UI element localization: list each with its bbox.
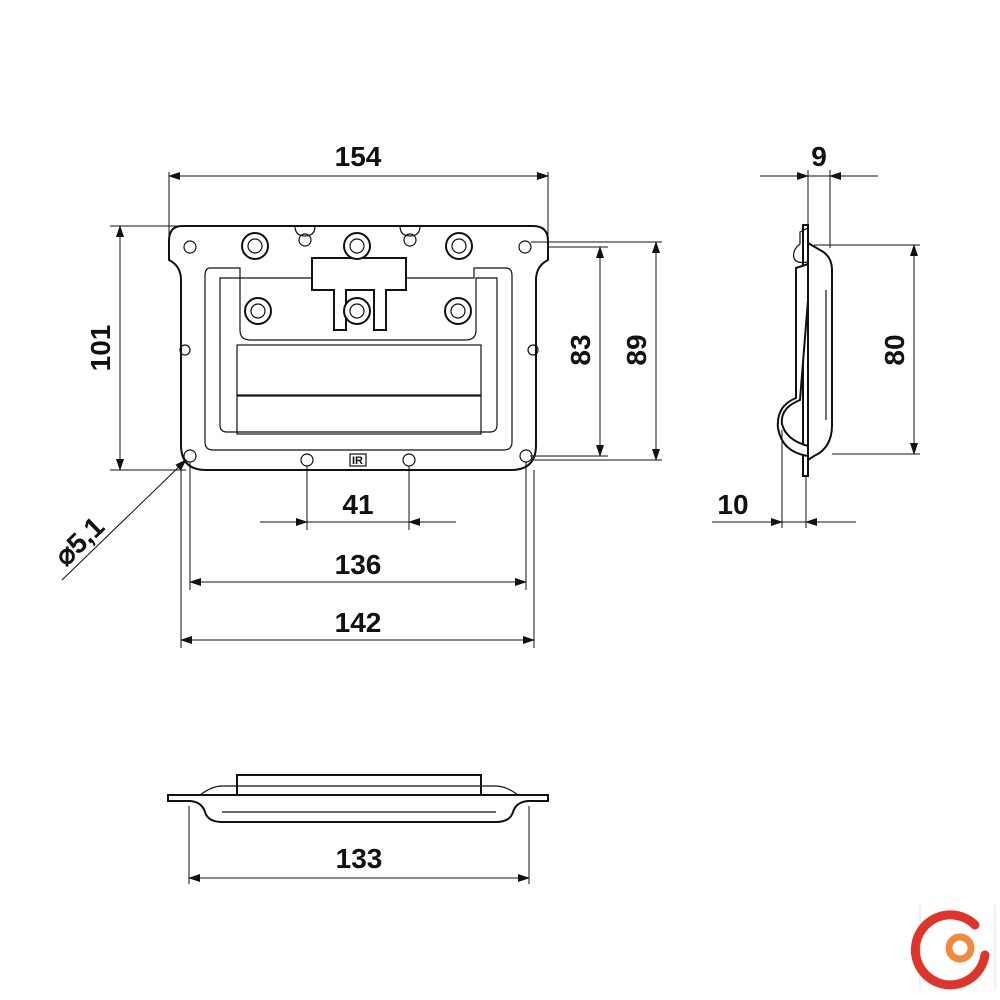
dim-83: 83 (565, 246, 604, 457)
bottom-extension-lines (188, 806, 530, 884)
rivet-top-left (241, 232, 269, 260)
dim-10-label: 10 (717, 489, 748, 520)
bottom-view (167, 774, 549, 823)
dim-89-label: 89 (621, 334, 652, 365)
part-marking: IR (352, 455, 363, 467)
dim-9-label: 9 (811, 141, 827, 172)
side-view (776, 224, 833, 477)
dim-41-label: 41 (342, 489, 373, 520)
dim-101-label: 101 (85, 325, 116, 372)
rivet-top-right (445, 232, 473, 260)
front-view: IR (168, 225, 549, 471)
dim-hole-diameter-label: ⌀5,1 (49, 511, 111, 572)
dim-80-label: 80 (879, 334, 910, 365)
dim-hole-diameter: ⌀5,1 (49, 459, 187, 581)
dim-10: 10 (712, 489, 856, 526)
dim-154: 154 (168, 141, 549, 180)
dim-136: 136 (189, 549, 527, 586)
dim-41: 41 (260, 489, 456, 526)
dim-83-label: 83 (565, 334, 596, 365)
dim-142-label: 142 (335, 607, 382, 638)
dim-133-label: 133 (336, 843, 383, 874)
dim-89: 89 (621, 241, 660, 461)
dim-154-label: 154 (335, 141, 382, 172)
dim-136-label: 136 (335, 549, 382, 580)
front-extension-lines (110, 172, 662, 648)
dim-9: 9 (760, 141, 878, 180)
dim-80: 80 (879, 244, 918, 455)
rivet-mid-left (244, 297, 272, 325)
rivet-top-center (343, 232, 371, 260)
dim-142: 142 (180, 607, 535, 644)
dim-101: 101 (85, 225, 124, 471)
dim-133: 133 (188, 843, 530, 882)
rivet-mid-right (444, 297, 472, 325)
circular-c-logo-icon (910, 905, 996, 990)
rivet-mid-center (343, 297, 371, 325)
